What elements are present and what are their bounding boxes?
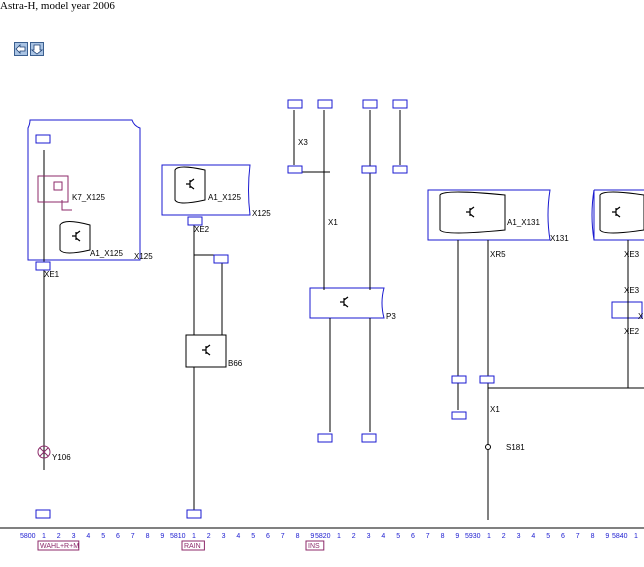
scale-tick-label: 7 [131, 533, 135, 540]
module-frames [27, 119, 644, 319]
forward-button[interactable] [30, 42, 44, 56]
label-xr5: XR5 [490, 250, 506, 259]
scale-tag-label[interactable]: WAHL+R+M [40, 543, 79, 550]
frame-xe3 [611, 301, 643, 319]
label-xe1: XE1 [44, 270, 60, 279]
scale-tick-label: 6 [411, 533, 415, 540]
scale-tick-label: 1 [337, 533, 341, 540]
scale-tag-label[interactable]: INS [308, 543, 320, 550]
scale-section-start: 5820 [315, 533, 331, 540]
scale-tick-label: 2 [502, 533, 506, 540]
scale-tick-label: 1 [487, 533, 491, 540]
scale-tick-label: 7 [426, 533, 430, 540]
scale-tick-label: 3 [367, 533, 371, 540]
scale-tick-label: 3 [222, 533, 226, 540]
label-x125-mid: X125 [252, 209, 271, 218]
scale-tick-label: 8 [591, 533, 595, 540]
label-p3: P3 [386, 312, 396, 321]
scale-tick-label: 8 [441, 533, 445, 540]
motor-y106 [37, 445, 51, 459]
scale-tick-label: 5 [396, 533, 400, 540]
frame-a1-x125-left [27, 119, 141, 261]
label-s181: S181 [506, 443, 525, 452]
label-x131: X131 [550, 234, 569, 243]
scale-section-start: 5800 [20, 533, 36, 540]
scale-tick-label: 4 [86, 533, 90, 540]
label-a1-x125-mid: A1_X125 [208, 193, 241, 202]
scale-tick-label: 3 [72, 533, 76, 540]
scale-tick-label: 4 [236, 533, 240, 540]
arrow-down-icon [31, 44, 43, 55]
scale-tick-label: 4 [381, 533, 385, 540]
scale-tick-label: 2 [207, 533, 211, 540]
semiconductor-icons [72, 178, 621, 356]
scale-tick-label: 3 [517, 533, 521, 540]
scale-section-start: 5810 [170, 533, 186, 540]
scale-tick-label: 8 [146, 533, 150, 540]
label-y106: Y106 [52, 453, 71, 462]
scale-tick-label: 4 [531, 533, 535, 540]
scale-tick-label: 7 [576, 533, 580, 540]
scale-tick-label: 9 [160, 533, 164, 540]
label-xe3-a: XE3 [624, 250, 640, 259]
scale-section-start: 5840 [612, 533, 628, 540]
scale-tag-box[interactable] [181, 540, 205, 551]
scale-tick-label: 5 [251, 533, 255, 540]
scale-tick-label: 9 [605, 533, 609, 540]
module-bodies [59, 166, 644, 450]
label-xe2-right: XE2 [624, 327, 640, 336]
arrow-left-icon [15, 44, 26, 54]
frame-a1-x125-mid [161, 164, 251, 216]
scale-tick-label: 5 [546, 533, 550, 540]
document-title: Astra-H, model year 2006 [0, 0, 115, 12]
scale-tick-label: 9 [455, 533, 459, 540]
scale-tag-box[interactable] [305, 540, 325, 551]
scale-tick-label: 2 [352, 533, 356, 540]
wires [0, 110, 644, 529]
label-xe2: XE2 [194, 225, 210, 234]
scale-tag-label[interactable]: RAIN [184, 543, 201, 550]
label-a1-x125-left: A1_X125 [90, 249, 123, 258]
scale-tick-label: 1 [192, 533, 196, 540]
component-labels: K7_X125 A1_X125 X125 XE1 A1_X125 X125 XE… [44, 138, 644, 462]
components [37, 175, 72, 459]
label-x-edge: X [638, 312, 644, 321]
frame-p3 [309, 287, 385, 319]
label-x3: X3 [298, 138, 308, 147]
label-x1-mid: X1 [328, 218, 338, 227]
label-xe3-b: XE3 [624, 286, 640, 295]
scale-tick-label: 1 [42, 533, 46, 540]
scale-tick-label: 8 [296, 533, 300, 540]
scale-tick-label: 7 [281, 533, 285, 540]
connector-boxes [35, 99, 495, 519]
label-b66: B66 [228, 359, 243, 368]
scale-tick-label: 9 [310, 533, 314, 540]
scale-tag-box[interactable] [37, 540, 80, 551]
frame-a1-x131 [427, 189, 551, 241]
scale-tick-label: 5 [101, 533, 105, 540]
label-a1-x131: A1_X131 [507, 218, 540, 227]
scale-tick-label: 6 [116, 533, 120, 540]
relay-k7 [37, 175, 69, 203]
scale-tick-label: 2 [57, 533, 61, 540]
label-x1-right: X1 [490, 405, 500, 414]
scale-tick-label: 6 [561, 533, 565, 540]
scale-tick-label: 6 [266, 533, 270, 540]
label-k7: K7_X125 [72, 193, 105, 202]
back-button[interactable] [14, 42, 28, 56]
label-x125-left: X125 [134, 252, 153, 261]
frame-right-edge [591, 189, 644, 241]
scale-tick-label: 1 [634, 533, 638, 540]
scale-section-start: 5930 [465, 533, 481, 540]
